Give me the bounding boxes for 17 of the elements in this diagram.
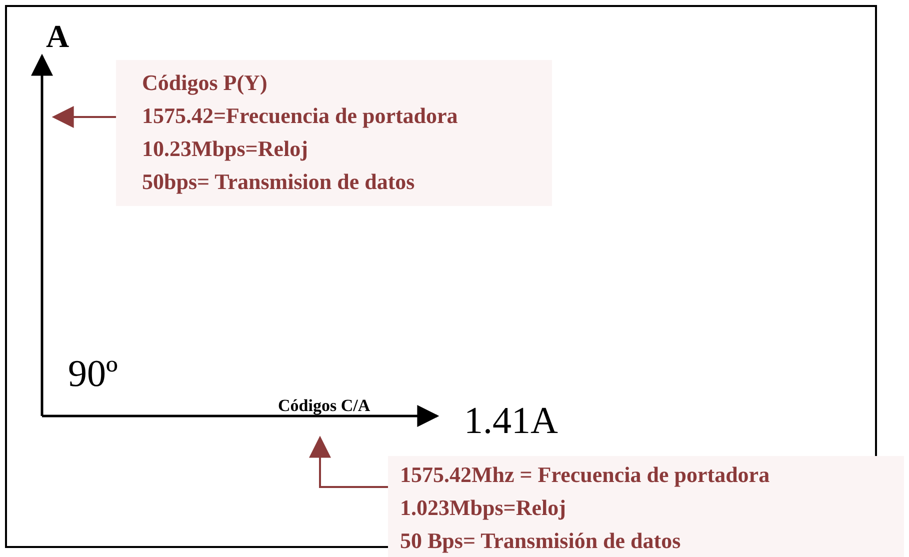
annotation-block	[388, 456, 904, 557]
annotation-text: 50bps= Transmision de datos	[142, 168, 415, 196]
angle-label: 90º	[68, 352, 118, 396]
axis-label: 1.41A	[440, 398, 560, 444]
pointer-arrow	[52, 106, 116, 128]
annotation-text: Códigos P(Y)	[142, 69, 268, 97]
edge-label: Códigos C/A	[278, 396, 370, 416]
vector-arrow	[42, 405, 440, 427]
vector-arrow	[31, 54, 53, 416]
annotation-text: 50 Bps= Transmisión de datos	[400, 527, 681, 555]
annotation-text: 1575.42Mhz = Frecuencia de portadora	[400, 461, 770, 489]
annotation-text: 1.023Mbps=Reloj	[400, 494, 566, 522]
pointer-arrow	[309, 436, 388, 488]
annotation-text: 10.23Mbps=Reloj	[142, 135, 308, 163]
annotation-text: 1575.42=Frecuencia de portadora	[142, 102, 458, 130]
axis-label: A	[34, 18, 78, 54]
annotation-block	[116, 60, 552, 206]
